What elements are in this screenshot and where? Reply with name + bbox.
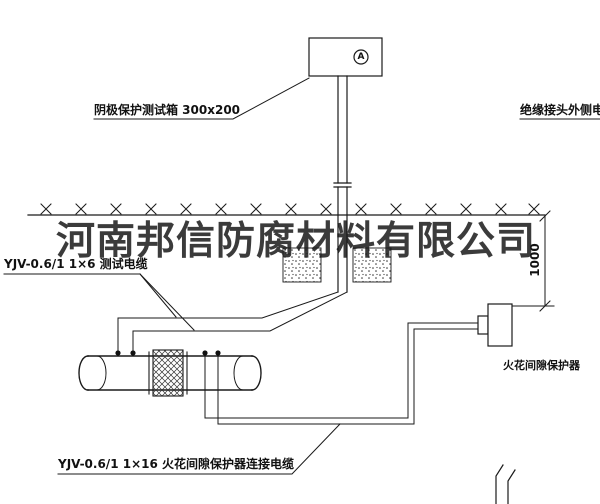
conduit: [333, 75, 352, 293]
test-box-leader: [93, 77, 310, 120]
grade-marks: [40, 203, 540, 215]
test-cable-label: YJV-0.6/1 1×6 测试电缆: [4, 257, 148, 271]
test-box-letter: A: [357, 52, 365, 62]
spark-gap-cables: [204, 322, 479, 425]
insulated-joint-cable-label: 绝缘接头外侧电缆: [520, 103, 600, 117]
cable-terminals: [115, 350, 221, 356]
spark-gap-cable-label: YJV-0.6/1 1×16 火花间隙保护器连接电缆: [58, 457, 294, 471]
dimension-line: [511, 210, 555, 312]
spark-gap-cable-leader: [57, 423, 341, 475]
test-cable-leader: [3, 273, 195, 331]
ground-electrode-break-symbol: [495, 464, 516, 504]
backfill-blocks: [282, 247, 392, 283]
test-box: [308, 37, 383, 77]
spark-gap-protector: [477, 303, 513, 347]
spark-gap-protector-label: 火花间隙保护器: [503, 359, 580, 372]
test-box-label: 阴极保护测试箱 300x200: [94, 103, 241, 117]
test-cables: [117, 291, 348, 353]
company-watermark: 河南邦信防腐材料有限公司: [56, 218, 537, 264]
insulating-joint: [148, 349, 188, 397]
